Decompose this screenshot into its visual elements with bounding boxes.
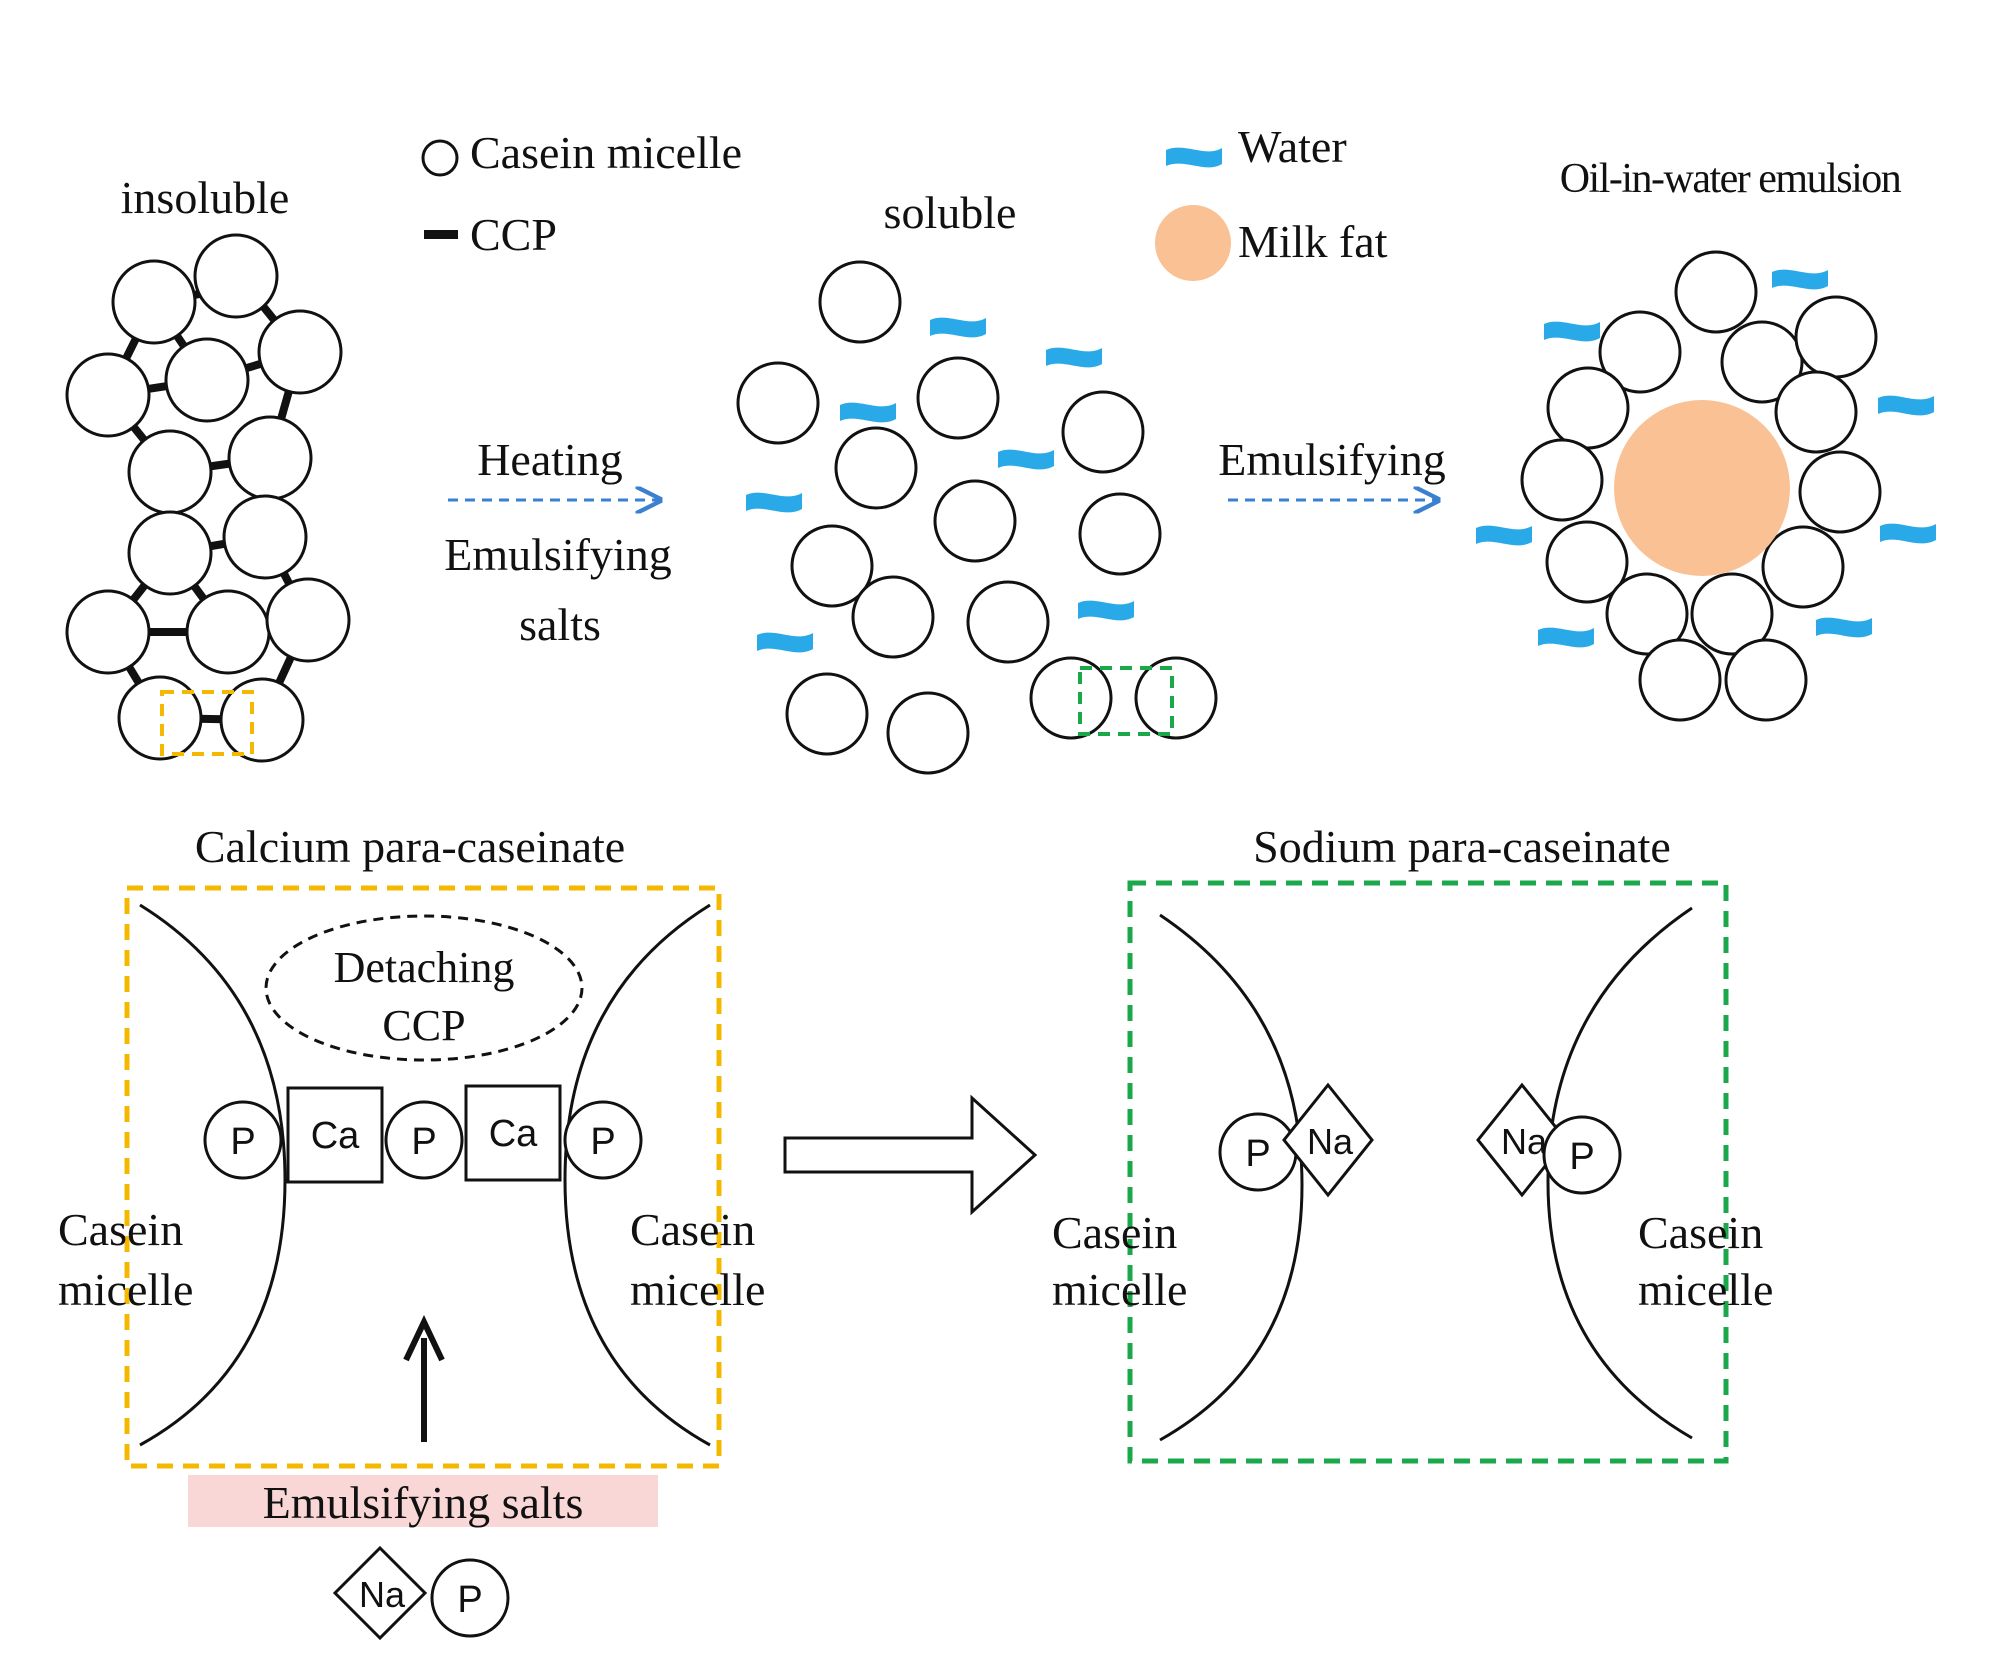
emulsifying-arrow: Emulsifying <box>1218 434 1446 500</box>
ccp-chain: P Ca P Ca P <box>203 1084 643 1184</box>
sodium-symbol <box>1282 1082 1374 1198</box>
milk-fat-droplet <box>1614 400 1790 576</box>
sodium-symbol <box>1476 1082 1568 1198</box>
emulsifying-salts-highlight <box>188 1475 658 1527</box>
sodium-para-caseinate-panel: Sodium para-caseinate P Na Na P Casein m… <box>1052 821 1773 1464</box>
phosphate-symbol <box>563 1100 643 1180</box>
sodium-label: Na <box>1501 1121 1548 1162</box>
phosphate-symbol <box>384 1100 464 1180</box>
salt-ions: Na P <box>332 1545 510 1641</box>
soluble-title: soluble <box>884 187 1017 238</box>
right-micelle-arc <box>563 903 711 1447</box>
calcium-symbol <box>286 1086 384 1184</box>
detaching-ccp-ellipse <box>264 914 584 1062</box>
phosphate-label: P <box>411 1121 436 1163</box>
soluble-water-droplets <box>746 317 1134 653</box>
detaching-label: Detaching <box>334 943 515 992</box>
transformation-arrow <box>783 1094 1038 1216</box>
legend-water-label: Water <box>1238 121 1347 172</box>
insoluble-title: insoluble <box>121 172 290 223</box>
sodium-label: Na <box>359 1574 406 1615</box>
emulsion-micelles <box>1520 250 1882 722</box>
soluble-micelles <box>736 260 1218 775</box>
insoluble-micelles <box>65 233 351 763</box>
salts-up-arrow-head <box>403 1314 445 1362</box>
detaching-ccp-label: CCP <box>382 1001 465 1050</box>
left-casein-label: Casein <box>1052 1207 1177 1258</box>
emulsifying-salts-line1: Emulsifying <box>444 529 671 580</box>
left-casein-label: Casein <box>58 1204 183 1255</box>
legend-casein-micelle-label: Casein micelle <box>470 127 742 178</box>
left-micelle-label: micelle <box>1052 1264 1187 1315</box>
right-micelle-arc <box>1546 906 1693 1440</box>
emulsifying-salts-label: Emulsifying salts <box>263 1477 584 1528</box>
emulsion-title: Oil-in-water emulsion <box>1560 156 1902 202</box>
phosphate-symbol <box>203 1100 283 1180</box>
sodium-label: Na <box>1307 1121 1354 1162</box>
calcium-label: Ca <box>489 1113 538 1155</box>
sodium-panel-title: Sodium para-caseinate <box>1253 821 1671 872</box>
calcium-detail-marker <box>160 690 254 756</box>
sodium-detail-marker <box>1078 666 1174 736</box>
phosphate-label: P <box>457 1579 482 1621</box>
sodium-symbol <box>332 1545 428 1641</box>
phosphate-label: P <box>230 1121 255 1163</box>
insoluble-micelle-cluster <box>65 233 351 763</box>
water-legend-icon <box>1166 147 1222 168</box>
casein-micelle-legend-icon <box>421 139 459 177</box>
calcium-panel-frame <box>124 885 722 1469</box>
calcium-para-caseinate-panel: Calcium para-caseinate Detaching CCP P C… <box>58 821 765 1469</box>
emulsifying-label: Emulsifying <box>1218 434 1445 485</box>
emulsifying-salts-line2: salts <box>519 599 601 650</box>
legend-milk-fat-label: Milk fat <box>1238 216 1388 267</box>
calcium-symbol <box>464 1084 562 1182</box>
phosphate-label: P <box>1245 1133 1270 1175</box>
phosphate-label: P <box>1569 1136 1594 1178</box>
calcium-panel-title: Calcium para-caseinate <box>195 821 625 872</box>
left-micelle-arc <box>139 903 287 1447</box>
milk-fat-legend-icon <box>1155 205 1231 281</box>
legend: Casein micelle CCP Water Milk fat <box>421 121 1388 281</box>
right-casein-label: Casein <box>630 1204 755 1255</box>
right-micelle-label: micelle <box>630 1264 765 1315</box>
phosphate-symbol <box>1542 1115 1622 1195</box>
emulsion-water-droplets <box>1476 269 1936 648</box>
calcium-label: Ca <box>311 1115 360 1157</box>
ccp-legend-icon <box>424 230 458 239</box>
left-micelle-label: micelle <box>58 1264 193 1315</box>
phosphate-label: P <box>590 1121 615 1163</box>
heating-label: Heating <box>477 434 623 485</box>
left-micelle-arc <box>1159 913 1304 1442</box>
legend-ccp-label: CCP <box>470 209 557 260</box>
phosphate-symbol <box>430 1558 510 1638</box>
heating-arrow: Heating Emulsifying salts <box>444 434 671 650</box>
right-casein-label: Casein <box>1638 1207 1763 1258</box>
sodium-panel-frame <box>1127 880 1729 1464</box>
oil-in-water-emulsion <box>1476 250 1936 722</box>
right-micelle-label: micelle <box>1638 1264 1773 1315</box>
